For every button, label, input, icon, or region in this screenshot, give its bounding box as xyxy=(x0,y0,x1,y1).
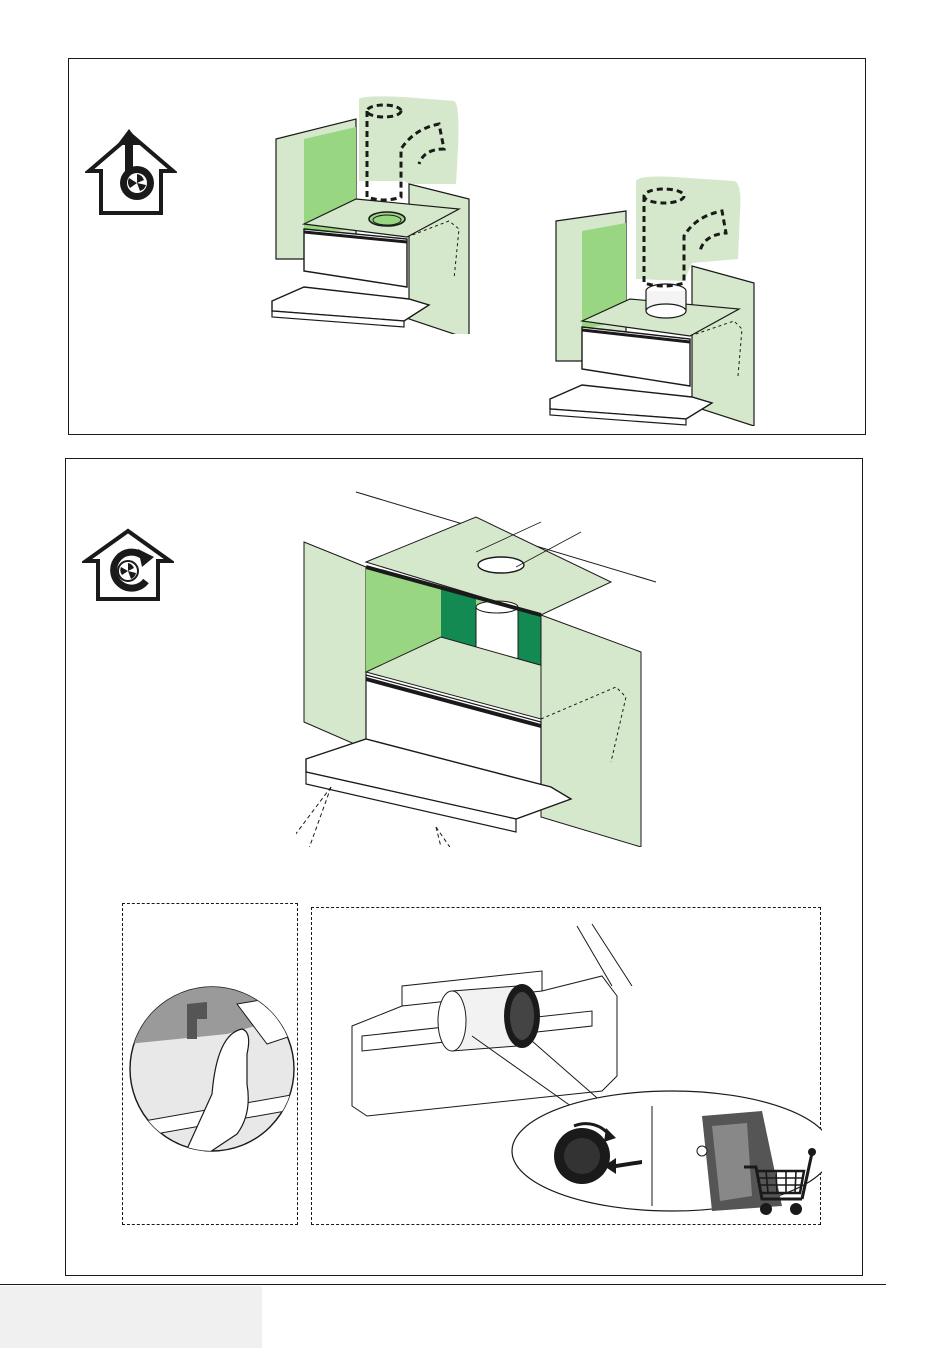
exhaust-mode-panel xyxy=(68,58,866,435)
shopping-cart-icon xyxy=(742,1147,816,1219)
filter-latch-detail-box xyxy=(122,903,298,1225)
hood-with-round-duct-figure xyxy=(264,89,504,334)
hood-with-flange-adapter-figure xyxy=(544,171,764,426)
footer-rule xyxy=(0,1284,886,1285)
filter-latch-detail-figure xyxy=(127,974,297,1164)
house-exhaust-fan-icon xyxy=(85,125,177,217)
footer-shaded-box xyxy=(0,1286,262,1348)
recirculation-mode-panel xyxy=(65,458,863,1276)
house-recirculation-fan-icon xyxy=(82,527,174,601)
hood-recirculation-overview-figure xyxy=(296,487,666,847)
